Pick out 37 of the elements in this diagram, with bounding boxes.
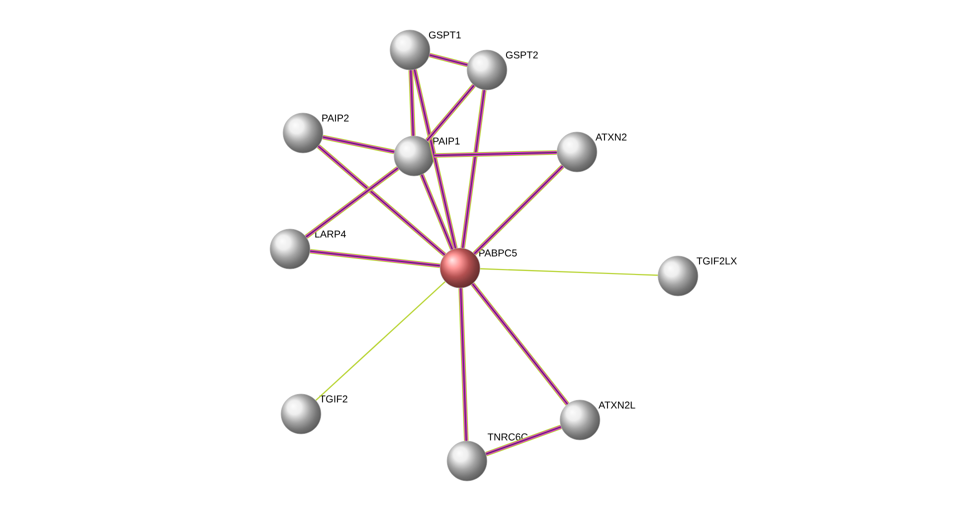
protein-node: PAIP2	[282, 112, 349, 154]
protein-node: GSPT1	[390, 30, 461, 70]
protein-node: GSPT2	[466, 50, 538, 90]
interaction-line	[304, 166, 400, 239]
protein-node: TGIF2LX	[658, 256, 737, 296]
protein-node: PAIP1	[394, 136, 460, 176]
node-label: ATXN2L	[598, 402, 636, 409]
node-label: PABPC5	[479, 249, 517, 257]
interaction-line	[408, 70, 416, 136]
interaction-line	[316, 144, 446, 257]
node-label: LARP4	[315, 230, 346, 238]
protein-node: PABPC5	[440, 248, 517, 288]
interaction-line	[458, 288, 469, 442]
interaction-line	[428, 52, 468, 68]
node-label: PAIP1	[433, 138, 460, 145]
protein-node: TGIF2	[280, 394, 348, 434]
interaction-line	[315, 281, 446, 401]
interaction-line	[470, 282, 570, 406]
interaction-line	[485, 424, 562, 456]
interaction-line	[412, 69, 458, 249]
node-label: ATXN2	[596, 134, 626, 141]
interaction-line	[425, 84, 476, 142]
interaction-line	[434, 150, 558, 158]
interaction-line	[472, 164, 564, 256]
interaction-line	[460, 90, 487, 248]
interaction-line	[480, 268, 658, 276]
node-label: GSPT1	[428, 31, 461, 39]
node-label: TGIF2LX	[696, 257, 737, 265]
node-label: TGIF2	[320, 395, 348, 403]
protein-node: LARP4	[270, 228, 346, 270]
interaction-line	[310, 248, 440, 268]
interaction-line	[322, 134, 395, 154]
node-label: GSPT2	[506, 51, 538, 59]
protein-node: ATXN2	[556, 132, 626, 172]
node-label: PAIP2	[322, 114, 349, 122]
interaction-line	[420, 174, 454, 250]
protein-node: ATXN2L	[560, 400, 636, 440]
